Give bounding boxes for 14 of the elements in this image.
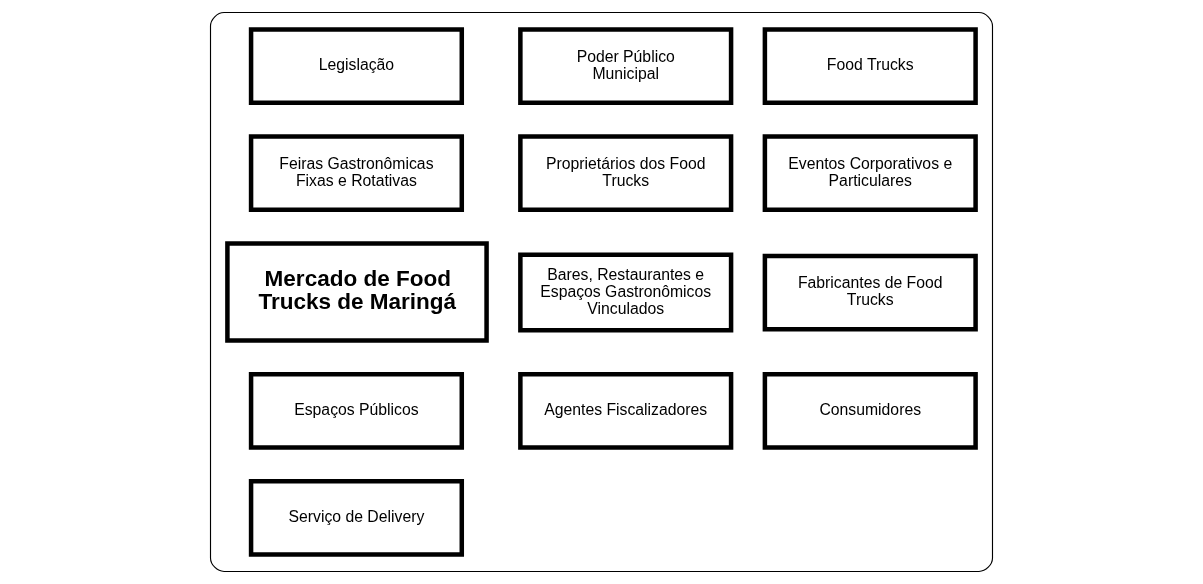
node-box: Mercado de Food Trucks de Maringá <box>225 241 489 343</box>
node-box: Consumidores <box>762 372 978 450</box>
node-box: Feiras Gastronômicas Fixas e Rotativas <box>248 134 465 212</box>
node-box: Bares, Restaurantes e Espaços Gastronômicos Vinculados <box>518 252 734 333</box>
node-box: Espaços Públicos <box>248 372 465 450</box>
node-box: Poder Público Municipal <box>518 27 734 105</box>
node-box: Fabricantes de Food Trucks <box>762 253 978 332</box>
node-box: Serviço de Delivery <box>248 479 465 557</box>
node-box: Agentes Fiscalizadores <box>518 372 734 450</box>
node-box: Legislação <box>248 27 465 105</box>
node-box: Eventos Corporativos e Particulares <box>762 134 978 212</box>
cluster <box>209 12 994 572</box>
node-box: Proprietários dos Food Trucks <box>518 134 734 212</box>
node-box: Food Trucks <box>762 27 978 105</box>
